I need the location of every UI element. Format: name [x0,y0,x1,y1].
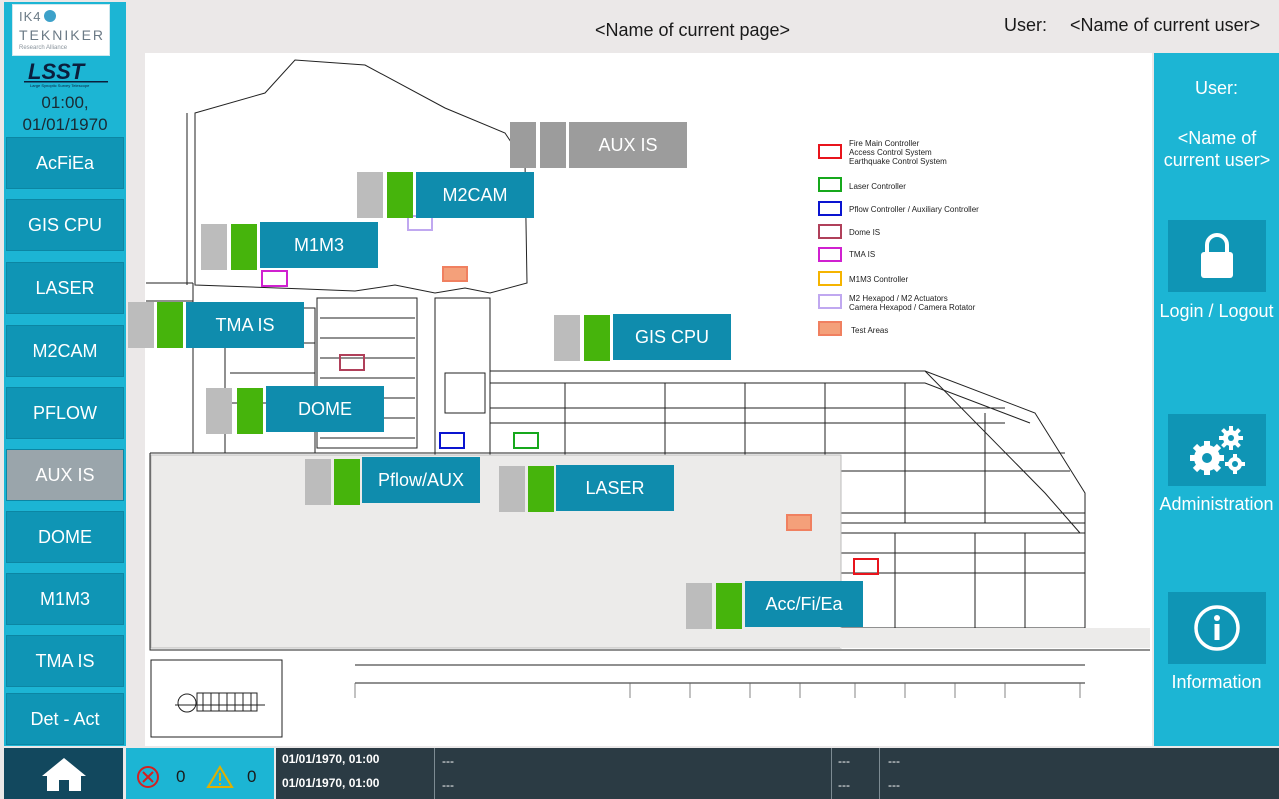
pflow-aux-label[interactable]: Pflow/AUX [362,457,480,503]
acc-fi-ea-status-1 [686,583,712,629]
legend-text-pflow: Pflow Controller / Auxiliary Controller [849,205,979,214]
tma-is-status-1 [128,302,154,348]
legend-swatch-pflow [818,201,842,216]
log-row2-col1: --- [838,778,850,792]
event-log[interactable]: 01/01/1970, 01:00 01/01/1970, 01:00 --- … [276,748,1279,799]
administration-button[interactable] [1168,414,1266,486]
right-user-name: <Name of current user> [1163,128,1271,170]
gis-cpu-status-1 [554,315,580,361]
logo-text-top: IK4 [19,9,42,24]
legend-text-tma: TMA IS [849,250,876,259]
nav-acfiea-button[interactable]: AcFiEa [6,137,124,189]
nav-det-act-button[interactable]: Det - Act [6,693,124,745]
log-row1-col2: --- [888,754,900,768]
clock-time: 01:00, [41,93,89,112]
header-user-name: <Name of current user> [1070,15,1261,35]
lock-icon [1201,233,1233,278]
legend-text-laser: Laser Controller [849,182,906,191]
laser-status-2 [528,466,554,512]
legend-swatch-test [818,321,842,336]
m1m3-status-1 [201,224,227,270]
nav-dome-button[interactable]: DOME [6,511,124,563]
pflow-aux-status-2 [334,459,360,505]
m1m3-label[interactable]: M1M3 [260,222,378,268]
log-row2-message: --- [442,778,454,792]
legend-swatch-dome [818,224,842,239]
error-count: 0 [176,767,186,786]
legend-text-m1m3: M1M3 Controller [849,275,909,284]
error-icon [137,766,159,788]
legend-swatch-m2 [818,294,842,309]
aux-is-label[interactable]: AUX IS [569,122,687,168]
nav-laser-button[interactable]: LASER [6,262,124,314]
information-label[interactable]: Information [1171,672,1262,692]
acc-fi-ea-label[interactable]: Acc/Fi/Ea [745,581,863,627]
clock-date: 01/01/1970 [22,115,108,134]
building-drawing [146,59,1150,738]
nav-gis-cpu-button[interactable]: GIS CPU [6,199,124,251]
gears-icon [1190,426,1245,475]
laser-label[interactable]: LASER [556,465,674,511]
right-panel: User: <Name of current user> Login / Log… [1154,53,1279,746]
nav-pflow-button[interactable]: PFLOW [6,387,124,439]
log-row1-datetime: 01/01/1970, 01:00 [282,752,380,766]
right-user-label: User: [1194,78,1238,98]
log-row2-datetime: 01/01/1970, 01:00 [282,776,380,790]
tma-is-status-2 [157,302,183,348]
nav-aux-is-button[interactable]: AUX IS [6,449,124,501]
lsst-logo-text: LSST [28,60,86,84]
administration-label[interactable]: Administration [1159,494,1274,514]
login-button[interactable] [1168,220,1266,292]
page-title: <Name of current page> [594,20,791,40]
log-row1-message: --- [442,754,454,768]
legend-text-dome: Dome IS [849,228,881,237]
m1m3-status-2 [231,224,257,270]
lsst-logo: LSST Large Synoptic Survey Telescope [22,59,112,88]
information-button[interactable] [1168,592,1266,664]
m2cam-status-1 [357,172,383,218]
m2cam-label[interactable]: M2CAM [416,172,534,218]
laser-status-1 [499,466,525,512]
header-user-label: User: [1004,15,1048,35]
login-label[interactable]: Login / Logout [1159,301,1274,321]
dome-label[interactable]: DOME [266,386,384,432]
ik4-tekniker-logo: IK4 TEKNIKER Research Alliance [12,4,110,56]
legend-text-m2: M2 Hexapod / M2 Actuators Camera Hexapod… [849,294,976,312]
logo-text-sub: Research Alliance [19,45,68,51]
aux-is-status-2 [540,122,566,168]
log-row2-col2: --- [888,778,900,792]
gis-cpu-label[interactable]: GIS CPU [613,314,731,360]
nav-tma-is-button[interactable]: TMA IS [6,635,124,687]
nav-m2cam-button[interactable]: M2CAM [6,325,124,377]
logo-text-main: TEKNIKER [19,27,106,43]
dome-status-1 [206,388,232,434]
dome-status-2 [237,388,263,434]
warning-icon [206,765,234,788]
lsst-logo-sub: Large Synoptic Survey Telescope [30,83,90,88]
legend-swatch-laser [818,177,842,192]
alarm-summary[interactable]: 0 0 [126,748,274,799]
m2cam-status-2 [387,172,413,218]
tma-is-label[interactable]: TMA IS [186,302,304,348]
acc-fi-ea-status-2 [716,583,742,629]
legend-swatch-tma [818,247,842,262]
gis-cpu-status-2 [584,315,610,361]
nav-m1m3-button[interactable]: M1M3 [6,573,124,625]
legend-text-fire: Fire Main Controller Access Control Syst… [849,139,947,166]
warning-count: 0 [247,767,257,786]
info-icon [1194,605,1240,651]
pflow-aux-status-1 [305,459,331,505]
log-row1-col1: --- [838,754,850,768]
legend-swatch-fire [818,144,842,159]
legend-text-test: Test Areas [851,326,889,335]
home-icon [41,757,86,791]
home-button[interactable] [4,748,123,799]
legend-swatch-m1m3 [818,271,842,286]
clock: 01:00, 01/01/1970 [4,92,126,136]
aux-is-status-1 [510,122,536,168]
